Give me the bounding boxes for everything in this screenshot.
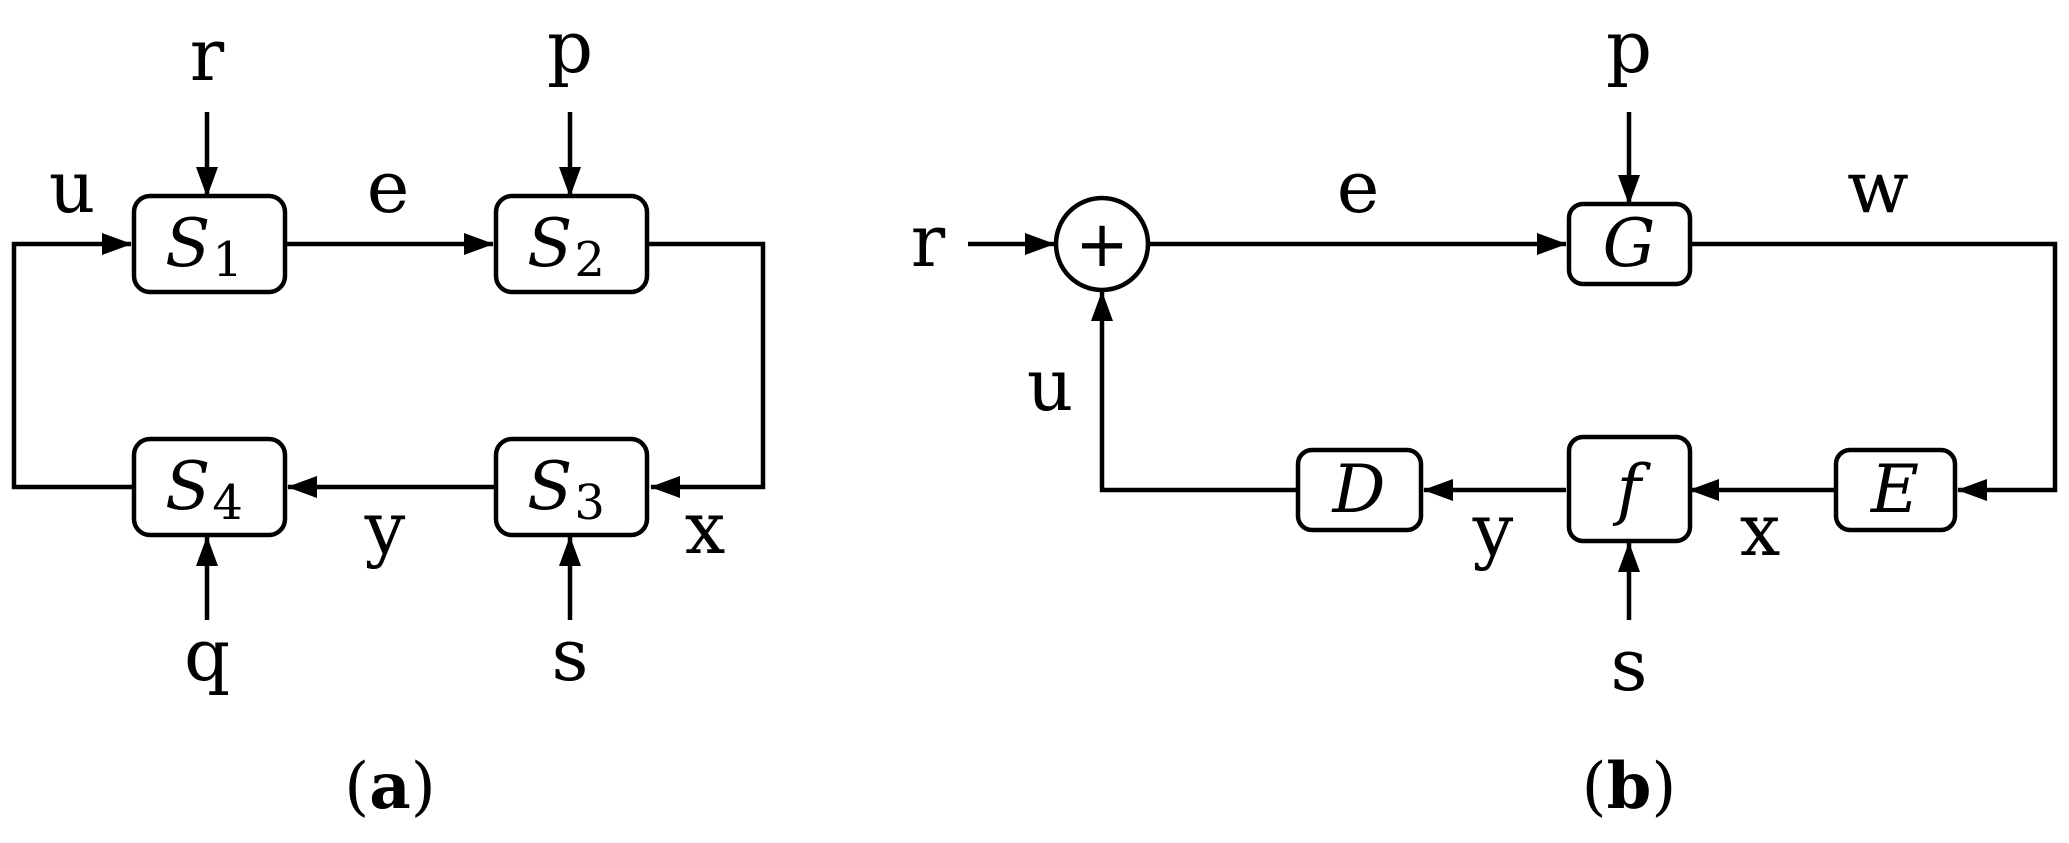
signal-label-s-a: s [552, 613, 589, 697]
block-e: E [1833, 447, 1958, 533]
signal-label-x-a: x [685, 486, 726, 570]
caption-b: (b) [1582, 749, 1677, 824]
panel-a: S1 S2 S3 S4 r p u e x y q s (a) [11, 5, 766, 824]
signal-label-w-b: w [1847, 145, 1909, 229]
panel-b: + G D f E r e p w u y x s (b) [911, 5, 2058, 824]
signal-label-x-b: x [1740, 488, 1781, 572]
summing-junction: + [1053, 195, 1151, 293]
panel-b-wires [968, 112, 2058, 620]
signal-label-u-a: u [49, 145, 95, 229]
signal-label-r-a: r [190, 13, 225, 97]
arrow-u-s4-to-s1 [11, 233, 134, 490]
block-s1: S1 [131, 193, 288, 295]
svg-text:S1: S1 [165, 205, 243, 288]
signal-label-e-a: e [367, 145, 410, 229]
signal-label-p-a: p [547, 5, 593, 89]
block-g: G [1566, 201, 1693, 287]
arrow-w-g-to-e [1690, 241, 2058, 501]
arrow-x-s2-to-s3 [647, 241, 766, 498]
signal-label-r-b: r [911, 199, 946, 283]
svg-text:S4: S4 [165, 448, 243, 531]
block-s4: S4 [131, 436, 288, 538]
block-s2: S2 [493, 193, 650, 295]
signal-label-e-b: e [1337, 145, 1380, 229]
signal-label-y-b: y [1472, 488, 1514, 572]
svg-text:D: D [1332, 451, 1386, 528]
signal-label-s-b: s [1611, 623, 1648, 707]
block-s3: S3 [493, 436, 650, 538]
signal-label-y-a: y [364, 486, 406, 570]
block-f: f [1566, 434, 1693, 544]
svg-text:G: G [1603, 205, 1656, 282]
panel-a-wires [11, 112, 766, 620]
svg-text:S2: S2 [527, 205, 605, 288]
signal-label-u-b: u [1027, 343, 1073, 427]
svg-text:S3: S3 [527, 448, 605, 531]
signal-label-q-a: q [184, 613, 230, 697]
signal-label-p-b: p [1606, 5, 1652, 89]
arrow-u-d-to-sum [1091, 291, 1298, 493]
svg-text:E: E [1870, 451, 1919, 528]
block-d: D [1295, 447, 1424, 533]
svg-text:+: + [1075, 208, 1129, 282]
caption-a: (a) [344, 749, 435, 824]
